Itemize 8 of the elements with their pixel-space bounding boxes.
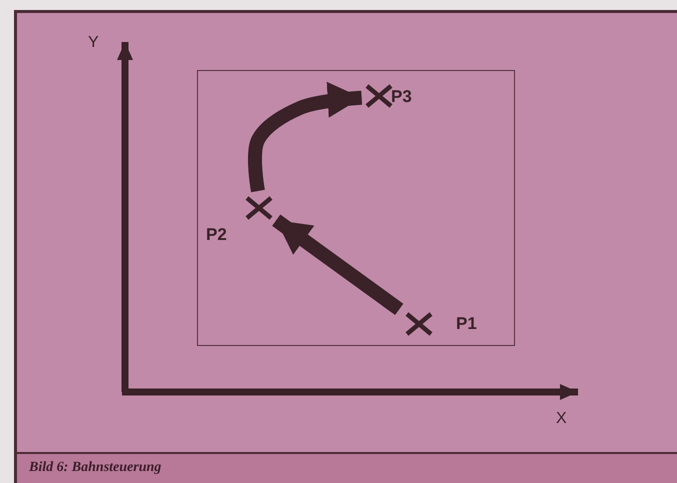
path-arrow [272,214,404,316]
figure-caption: Bild 6: Bahnsteuerung [29,460,162,476]
axis-label: Y [88,34,99,52]
frame-box [197,70,515,346]
point-label: P2 [206,226,227,243]
point-label: P1 [456,315,477,332]
axis-label: X [556,410,567,428]
point-label: P3 [391,88,412,105]
